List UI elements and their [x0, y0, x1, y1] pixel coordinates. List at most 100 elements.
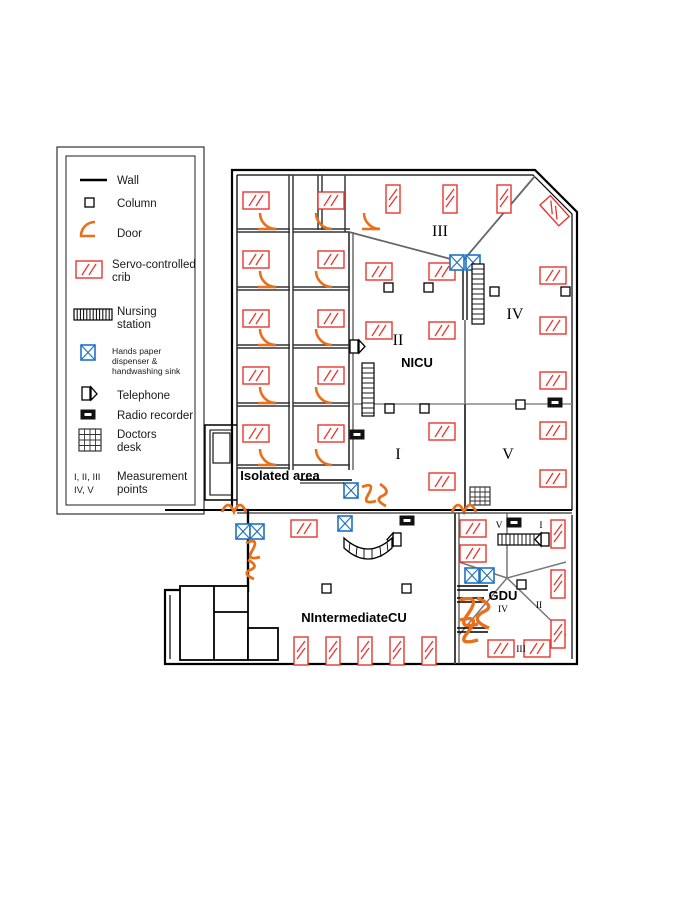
door — [245, 539, 261, 560]
radio-recorder — [547, 397, 563, 408]
crib — [293, 636, 309, 666]
legend-panel: Wall Column Door Servo-controlled crib — [56, 146, 205, 515]
crib — [539, 469, 567, 488]
patient-rooms-block — [236, 175, 381, 510]
mid-separation — [165, 503, 478, 592]
crib — [523, 639, 551, 658]
legend-label-sink-3: handwashing sink — [112, 366, 181, 376]
crib — [550, 519, 566, 549]
measurement-point-gdu-i: I — [539, 521, 542, 531]
crib — [317, 191, 345, 210]
legend-label-nursing-2: station — [117, 319, 151, 331]
nicu-equipment — [300, 184, 571, 508]
crib — [496, 184, 512, 214]
crib-rect-icon — [75, 260, 103, 279]
sink — [449, 254, 465, 271]
legend-mp-key-2: IV, V — [74, 485, 94, 496]
floorplan-drawing: NICU Isolated area NIntermediateCU GDU I… — [163, 168, 579, 666]
measurement-point-gdu-ii: II — [536, 601, 542, 611]
crib — [539, 371, 567, 390]
intermediate-cu — [179, 515, 437, 666]
door — [459, 616, 479, 644]
column-square-icon — [84, 197, 95, 208]
door — [361, 483, 377, 504]
legend-label-desk-1: Doctors — [117, 429, 157, 441]
unit-labels: NICU Isolated area NIntermediateCU GDU — [240, 355, 517, 625]
sink — [337, 515, 353, 532]
crib — [317, 366, 345, 385]
crib — [428, 422, 456, 441]
column — [419, 403, 430, 414]
door — [245, 558, 256, 581]
crib — [317, 250, 345, 269]
column — [383, 282, 394, 293]
column — [516, 579, 527, 590]
measurement-point-nicu-iii: III — [432, 223, 448, 240]
legend-label-desk-2: desk — [117, 442, 142, 454]
label-nicu: NICU — [401, 355, 433, 370]
crib — [242, 250, 270, 269]
legend-item-radio-recorder: Radio recorder — [80, 409, 193, 422]
legend-item-crib: Servo-controlled crib — [75, 259, 196, 284]
door — [314, 448, 333, 467]
nursing-station-bar-icon — [73, 308, 113, 321]
radio-recorder — [506, 517, 522, 528]
sink — [249, 523, 265, 540]
crib — [550, 569, 566, 599]
label-gdu: GDU — [489, 588, 518, 603]
column — [401, 583, 412, 594]
legend-label-sink-2: dispenser & — [112, 356, 158, 366]
room-dividers-right — [293, 228, 350, 466]
door — [459, 596, 479, 628]
label-intermediate-cu: NIntermediateCU — [301, 610, 406, 625]
crib — [539, 316, 567, 335]
crib — [539, 421, 567, 440]
crib — [317, 309, 345, 328]
isolated-area-corridor — [204, 424, 237, 501]
legend-label-door: Door — [117, 228, 142, 240]
legend-item-telephone: Telephone — [81, 385, 170, 402]
measurement-point-gdu-iii: III — [516, 645, 526, 655]
corridor-room — [212, 432, 231, 464]
crib — [539, 266, 567, 285]
crib — [428, 321, 456, 340]
legend-item-wall: Wall — [80, 175, 139, 187]
legend-mp-key-1: I, II, III — [74, 472, 100, 483]
sink — [235, 523, 251, 540]
legend-item-measurement-points: I, II, III IV, V Measurement points — [74, 471, 188, 496]
legend-item-sink: Hands paper dispenser & handwashing sink — [80, 344, 181, 376]
legend-label-wall: Wall — [117, 175, 139, 187]
column — [423, 282, 434, 293]
legend-label-crib-2: crib — [112, 272, 131, 284]
column — [321, 583, 332, 594]
legend-item-column: Column — [84, 197, 157, 210]
doctors-desk — [469, 486, 491, 506]
nursing-station — [343, 536, 393, 560]
nursing-station — [497, 533, 541, 546]
outer-wall-inner-line — [237, 174, 573, 510]
crib — [242, 424, 270, 443]
nursing-station — [471, 263, 485, 325]
crib — [357, 636, 373, 666]
partition-iii-iv — [461, 175, 536, 263]
crib — [242, 309, 270, 328]
door — [314, 328, 333, 347]
legend-label-mp-2: points — [117, 484, 148, 496]
gdu-unit — [454, 512, 572, 664]
gdu-partition-i-ii — [506, 561, 567, 579]
radio-recorder — [399, 515, 415, 526]
measurement-point-nicu-iv: IV — [507, 306, 524, 323]
radio-recorder-icon — [80, 409, 96, 420]
door — [314, 270, 333, 289]
crib — [325, 636, 341, 666]
door — [314, 212, 333, 231]
nursing-station — [361, 362, 375, 417]
crib — [389, 636, 405, 666]
partition-iii-ii — [348, 231, 463, 263]
measurement-point-labels: I II III IV V I II III IV V — [393, 223, 543, 655]
legend-label-sink-1: Hands paper — [112, 346, 161, 356]
legend-label-column: Column — [117, 198, 157, 210]
column — [560, 286, 571, 297]
column — [489, 286, 500, 297]
